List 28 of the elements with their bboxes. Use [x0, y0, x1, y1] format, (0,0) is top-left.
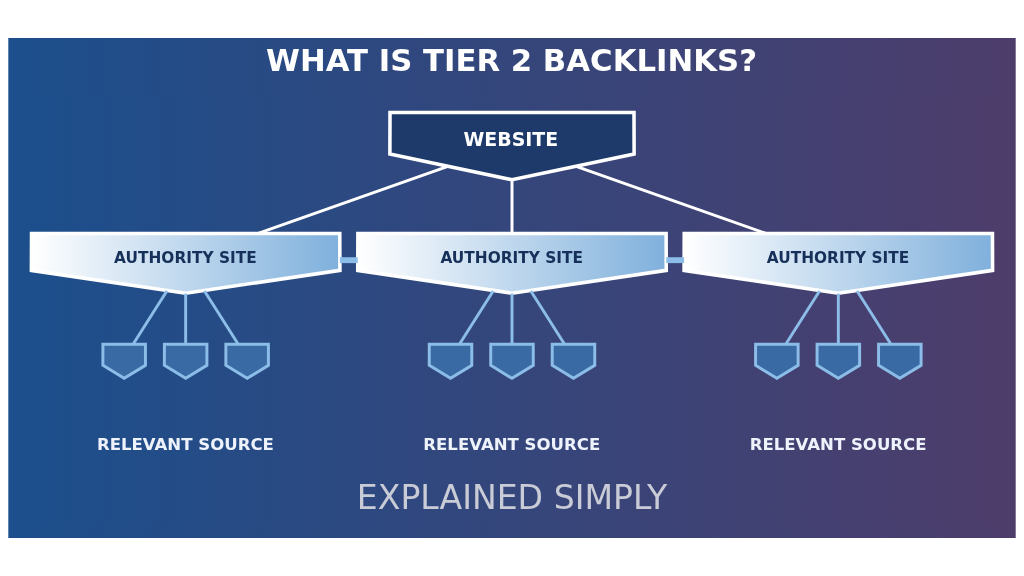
- connector: [458, 290, 495, 345]
- node-shield: [550, 342, 597, 381]
- connector: [666, 257, 685, 264]
- node-shield: [877, 342, 923, 381]
- node-shield: [101, 342, 147, 381]
- node-shield: [815, 342, 862, 381]
- connector: [529, 290, 566, 345]
- node-shield: [489, 342, 535, 381]
- connector: [836, 293, 840, 344]
- connector: [784, 290, 821, 345]
- caption: EXPLAINED SIMPLY: [356, 477, 668, 517]
- connector: [339, 257, 358, 264]
- diagram-title: WHAT IS TIER 2 BACKLINKS?: [266, 41, 757, 78]
- connector: [184, 293, 188, 344]
- node-shield: [224, 342, 270, 381]
- connector: [257, 165, 449, 235]
- connector: [203, 290, 240, 345]
- connector: [510, 293, 514, 344]
- connector: [855, 290, 892, 345]
- label: RELEVANT SOURCE: [96, 435, 274, 455]
- label: RELEVANT SOURCE: [423, 435, 601, 455]
- connector: [575, 165, 767, 235]
- node-shield: [754, 342, 800, 381]
- node-shield: [427, 342, 474, 381]
- connector: [132, 290, 169, 345]
- label: RELEVANT SOURCE: [749, 435, 927, 455]
- node-shield: [162, 342, 209, 381]
- connector: [510, 179, 514, 234]
